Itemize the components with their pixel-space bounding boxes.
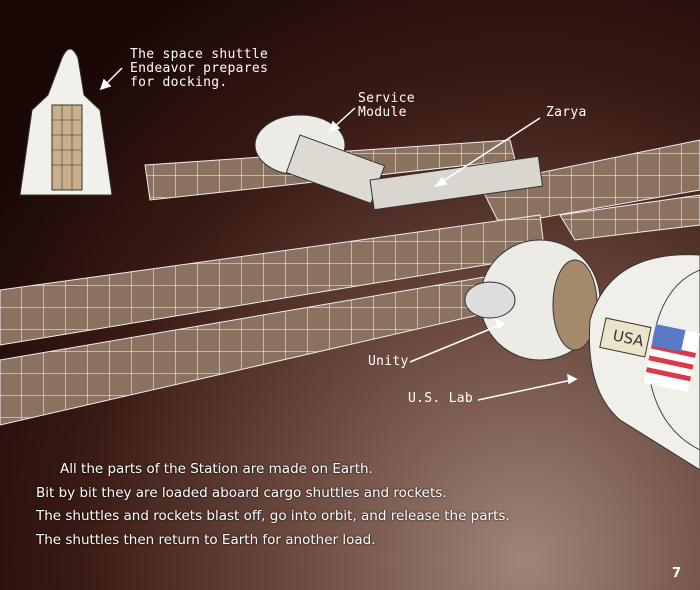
label-arrows xyxy=(99,67,578,401)
solar-array-right-lower xyxy=(559,194,700,241)
us-flag xyxy=(643,324,700,393)
body-line: Bit by bit they are loaded aboard cargo … xyxy=(36,484,447,501)
us-lab-module: USA xyxy=(588,254,700,471)
solar-array-right-upper xyxy=(479,139,700,226)
us-lab-label: U.S. Lab xyxy=(408,391,474,406)
space-shuttle-endeavor xyxy=(19,48,113,196)
service-module xyxy=(254,114,386,205)
unity-node xyxy=(464,239,601,361)
page-number: 7 xyxy=(672,566,682,581)
body-line: All the parts of the Station are made on… xyxy=(60,461,373,477)
zarya-module xyxy=(369,155,544,211)
shuttle-caption: The space shuttle Endeavor prepares for … xyxy=(130,47,269,90)
zarya-label: Zarya xyxy=(546,105,587,120)
service-module-label: Service Module xyxy=(358,91,415,120)
body-line: The shuttles and rockets blast off, go i… xyxy=(36,508,510,524)
body-line: The shuttles then return to Earth for an… xyxy=(36,531,376,548)
unity-label: Unity xyxy=(368,354,409,369)
body-text: All the parts of the Station are made on… xyxy=(36,458,510,552)
